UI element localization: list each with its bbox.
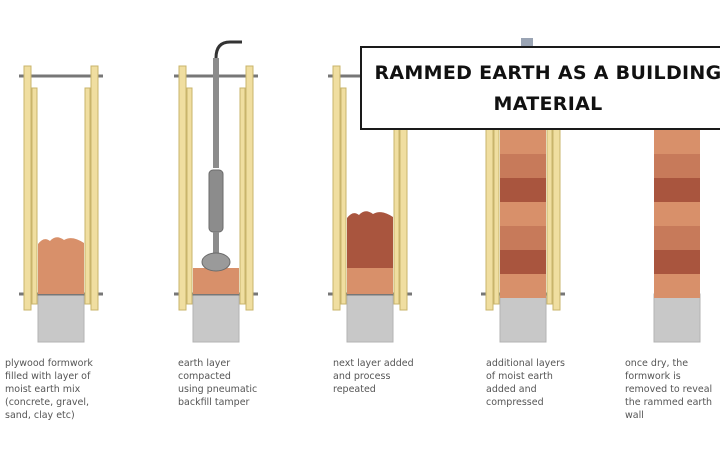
formwork-panel-right-1 [84,87,91,305]
foundation-3 [346,293,394,343]
caption-step-3: next layer added and process repeated [333,358,414,395]
formwork-panel-left-1 [31,87,38,305]
earth-layer-3a [347,268,393,294]
earth-layer-compacted-2 [193,268,239,294]
tamper-rod [213,232,219,254]
earth-layer-4-2 [500,154,546,178]
page-title: RAMMED EARTH AS A BUILDING MATERIAL [362,48,720,120]
caption-step-5: once dry, the formwork is removed to rev… [625,358,713,421]
formwork-post-left-1 [23,65,32,311]
earth-layer-4-1 [500,130,546,154]
caption-step-4: additional layers of moist earth added a… [486,358,565,408]
caption-step-1: plywood formwork filled with layer of mo… [5,358,93,421]
formwork-post-right-1 [90,65,99,311]
wall-layer-2 [654,154,700,178]
earth-layer-4-7 [500,274,546,298]
earth-layer-4-5 [500,226,546,250]
wall-layer-4 [654,202,700,226]
wall-layer-7 [654,274,700,298]
wall-layer-5 [654,226,700,250]
foundation-4 [499,293,547,343]
tamper-foot [201,252,231,272]
formwork-panel-left-2 [186,87,193,305]
formwork-post-left-2 [178,65,187,311]
earth-layer-loose-1 [38,237,84,294]
foundation-5 [653,293,701,343]
formwork-post-left-3 [332,65,341,311]
wall-layer-6 [654,250,700,274]
tamper-shaft [213,58,219,168]
earth-layer-3b [347,211,393,268]
tamper-body [208,169,224,233]
wall-layer-1 [654,130,700,154]
title-line-2: MATERIAL [493,93,603,115]
foundation-1 [37,293,85,343]
top-rod-end [521,38,533,46]
formwork-post-right-2 [245,65,254,311]
earth-layer-4-6 [500,250,546,274]
title-line-1: RAMMED EARTH AS A BUILDING [374,62,720,84]
caption-step-2: earth layer compacted using pneumatic ba… [178,358,258,408]
earth-layer-4-3 [500,178,546,202]
formwork-panel-right-2 [239,87,246,305]
foundation-2 [192,293,240,343]
earth-layer-4-4 [500,202,546,226]
title-banner: RAMMED EARTH AS A BUILDING MATERIAL [360,46,720,130]
wall-layer-3 [654,178,700,202]
tamper-hose [214,40,242,76]
formwork-panel-left-3 [340,87,347,305]
